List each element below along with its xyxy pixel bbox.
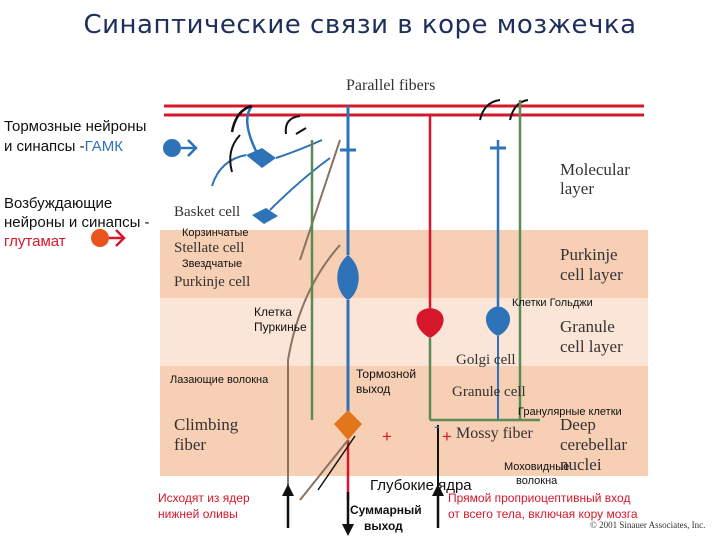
plus-sign-left: + <box>382 427 392 446</box>
legend-inhibitory-prefix: и синапсы - <box>4 138 85 155</box>
basket-cell <box>211 105 323 187</box>
copyright-text: © 2001 Sinauer Associates, Inc. <box>590 520 705 530</box>
stellate-cell <box>252 157 331 224</box>
purkinje-cell-label: Purkinje cell <box>174 274 250 290</box>
granule-layer-label-2: cell layer <box>560 337 623 356</box>
granule-layer-band <box>160 298 648 366</box>
legend-glutamate: глутамат <box>4 233 66 250</box>
deep-nuclei-label-3: nuclei <box>560 455 602 474</box>
proprio-ru-label: Прямой проприоцептивный вход <box>448 491 630 505</box>
olive-ru-label: Исходят из ядер <box>158 491 250 505</box>
molecular-layer-band <box>88 58 648 230</box>
sum-output-ru-label: Суммарный <box>350 503 422 517</box>
golgi-cell-inhibitory <box>485 140 511 420</box>
molecular-layer-label: Molecular <box>560 160 630 179</box>
molecular-layer-label-2: layer <box>560 179 594 198</box>
deep-nucleus-neuron <box>299 410 362 501</box>
mossy-ru-label: Моховидные <box>504 461 569 473</box>
olive-ru-label-2: нижней оливы <box>158 507 238 521</box>
inhibitory-synapse-icon <box>163 139 198 157</box>
climbing-fiber-label: Climbing <box>174 415 239 434</box>
legend-excitatory-line1: Возбуждающие <box>4 195 112 212</box>
golgi-cell-excitatory <box>416 115 444 420</box>
legend-excitatory-line2: нейроны и синапсы - <box>4 214 150 231</box>
minus-sign: - <box>434 417 440 436</box>
purkinje-layer-label-2: cell layer <box>560 265 623 284</box>
purkinje-layer-label: Purkinje <box>560 245 618 264</box>
legend-inhibitory-line1: Тормозные нейроны <box>4 118 146 135</box>
mossy-ru-label-2: волокна <box>516 475 558 487</box>
slide-title: Синаптические связи в коре мозжечка <box>83 10 637 40</box>
granule-cell-label: Granule cell <box>452 384 526 400</box>
deep-nuclei-label: Deep <box>560 415 596 434</box>
purkinje-cell <box>337 106 359 415</box>
deep-nuclei-ru-label: Глубокие ядра <box>370 477 472 494</box>
granule-ru-label: Гранулярные клетки <box>518 406 622 418</box>
parallel-fibers <box>164 104 644 117</box>
basket-ru-label: Корзинчатые <box>182 227 248 239</box>
inhibitory-output-ru-label-2: выход <box>356 382 390 396</box>
golgi-ru-label: Клетки Гольджи <box>512 297 593 309</box>
purkinje-ru-label-2: Пуркинье <box>254 320 307 334</box>
stellate-ru-label: Звездчатые <box>182 258 242 270</box>
inhibitory-output-ru-label: Тормозной <box>356 367 416 381</box>
legend-gaba: ГАМК <box>85 138 124 155</box>
purkinje-layer-band <box>160 230 648 298</box>
golgi-cell-label: Golgi cell <box>456 352 516 368</box>
mossy-fiber-label: Mossy fiber <box>456 425 534 442</box>
synapse-hooks <box>229 99 529 173</box>
arrows <box>282 435 444 536</box>
climbing-fiber <box>287 139 341 500</box>
proprio-ru-label-2: от всего тела, включая кору мозга <box>448 507 638 521</box>
climbing-ru-label: Лазающие волокна <box>170 374 269 386</box>
climbing-fiber-label-2: fiber <box>174 435 206 454</box>
excitatory-synapse-icon <box>91 229 126 247</box>
purkinje-ru-label: Клетка <box>254 305 292 319</box>
sum-output-ru-label-2: выход <box>364 519 403 533</box>
stellate-cell-label: Stellate cell <box>174 240 244 256</box>
plus-sign-right: + <box>442 427 452 446</box>
deep-nuclei-band <box>160 366 648 476</box>
granule-layer-label: Granule <box>560 317 615 336</box>
deep-nuclei-label-2: cerebellar <box>560 435 627 454</box>
basket-cell-label: Basket cell <box>174 204 240 220</box>
mossy-fiber <box>310 100 540 500</box>
legend-inhibitory-line2: и синапсы -ГАМК <box>4 138 123 155</box>
parallel-fibers-label: Parallel fibers <box>346 77 435 94</box>
